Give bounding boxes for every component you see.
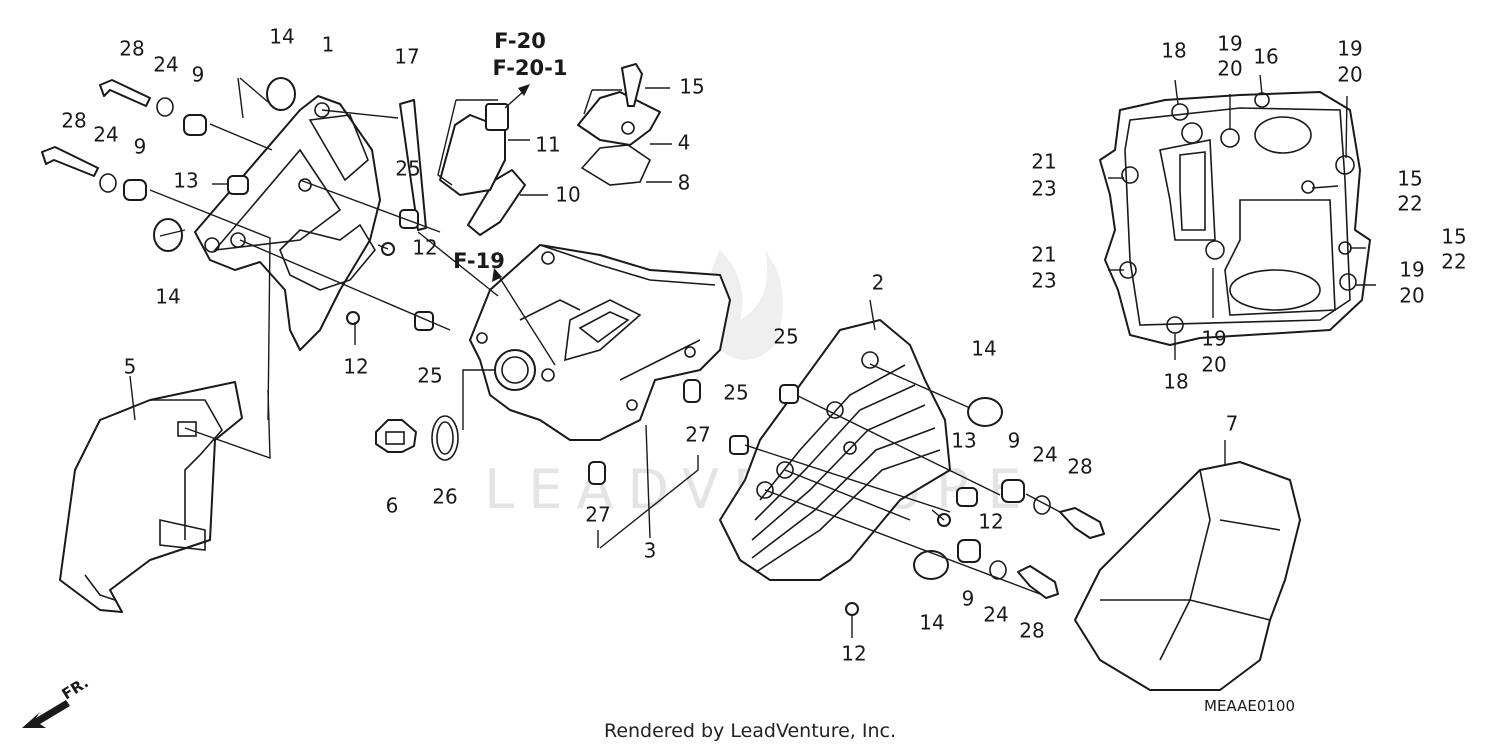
callout-27[interactable]: 27: [585, 503, 610, 527]
callout-27[interactable]: 27: [685, 423, 710, 447]
part-2-cylinder-fins[interactable]: [719, 319, 951, 581]
callout-20[interactable]: 20: [1217, 57, 1242, 81]
part-4-plate[interactable]: [577, 91, 661, 146]
callout-28[interactable]: 28: [119, 37, 144, 61]
part-5-side-cover[interactable]: [59, 381, 243, 613]
callout-22[interactable]: 22: [1441, 250, 1466, 274]
ref-f20[interactable]: F-20: [494, 29, 546, 53]
head-cover-gasket[interactable]: [1099, 91, 1371, 346]
callout-15[interactable]: 15: [679, 75, 704, 99]
diagram-code: MEAAE0100: [1204, 697, 1295, 715]
part-17-bolt[interactable]: [399, 99, 427, 231]
callout-24[interactable]: 24: [983, 603, 1008, 627]
front-arrow-icon: [22, 700, 70, 728]
callout-13[interactable]: 13: [951, 429, 976, 453]
callout-15[interactable]: 15: [1397, 167, 1422, 191]
callout-25[interactable]: 25: [417, 364, 442, 388]
callout-19[interactable]: 19: [1201, 327, 1226, 351]
part-28-bolts[interactable]: [41, 79, 1105, 599]
callout-2[interactable]: 2: [872, 271, 885, 295]
part-12-nuts[interactable]: [346, 242, 951, 616]
callout-19[interactable]: 19: [1217, 32, 1242, 56]
front-label: FR.: [59, 673, 92, 703]
callout-4[interactable]: 4: [678, 131, 691, 155]
callout-6[interactable]: 6: [386, 494, 399, 518]
callout-5[interactable]: 5: [124, 355, 137, 379]
leader-lines: [129, 74, 1376, 638]
callout-21[interactable]: 21: [1031, 243, 1056, 267]
callout-16[interactable]: 16: [1253, 45, 1278, 69]
callout-20[interactable]: 20: [1201, 353, 1226, 377]
callout-25[interactable]: 25: [723, 381, 748, 405]
callout-25[interactable]: 25: [395, 157, 420, 181]
callout-14[interactable]: 14: [919, 611, 944, 635]
part-9-grommets[interactable]: [123, 114, 1025, 563]
callout-9[interactable]: 9: [192, 63, 205, 87]
callout-20[interactable]: 20: [1337, 63, 1362, 87]
callout-8[interactable]: 8: [678, 171, 691, 195]
part-8-gasket[interactable]: [580, 144, 652, 186]
callout-19[interactable]: 19: [1337, 37, 1362, 61]
callout-12[interactable]: 12: [343, 355, 368, 379]
part-11-breather[interactable]: [439, 103, 509, 196]
part-6-plug[interactable]: [375, 419, 417, 453]
callout-17[interactable]: 17: [394, 45, 419, 69]
part-24-washers[interactable]: [99, 97, 1051, 580]
callout-23[interactable]: 23: [1031, 269, 1056, 293]
callout-21[interactable]: 21: [1031, 150, 1056, 174]
callout-12[interactable]: 12: [412, 236, 437, 260]
callout-22[interactable]: 22: [1397, 192, 1422, 216]
part-7-rubber-cover[interactable]: [1074, 461, 1301, 691]
callout-14[interactable]: 14: [971, 337, 996, 361]
part-13-collars[interactable]: [227, 175, 978, 507]
arrow-head-icon: [518, 84, 530, 96]
ref-arrows: [492, 84, 556, 366]
callout-28[interactable]: 28: [1019, 619, 1044, 643]
part-27-dowel-pins[interactable]: [588, 379, 701, 485]
arrow-head-icon: [492, 268, 502, 282]
callout-12[interactable]: 12: [978, 510, 1003, 534]
part-26-oring[interactable]: [431, 415, 459, 461]
callouts: 28 24 9 14 1 17 15 11 4 8 10 28 24 9 13 …: [61, 25, 1466, 666]
callout-28[interactable]: 28: [1067, 455, 1092, 479]
callout-14[interactable]: 14: [269, 25, 294, 49]
part-15-bolt[interactable]: [621, 63, 643, 107]
callout-19[interactable]: 19: [1399, 258, 1424, 282]
callout-15[interactable]: 15: [1441, 225, 1466, 249]
callout-14[interactable]: 14: [155, 285, 180, 309]
part-3-head-cover[interactable]: [469, 244, 731, 441]
callout-7[interactable]: 7: [1226, 412, 1239, 436]
front-indicator: FR.: [22, 673, 92, 728]
callout-24[interactable]: 24: [1032, 443, 1057, 467]
callout-24[interactable]: 24: [153, 53, 178, 77]
callout-11[interactable]: 11: [535, 133, 560, 157]
callout-20[interactable]: 20: [1399, 284, 1424, 308]
callout-12[interactable]: 12: [841, 642, 866, 666]
part-1-bracket[interactable]: [194, 95, 381, 351]
callout-9[interactable]: 9: [962, 587, 975, 611]
ref-f20-1[interactable]: F-20-1: [493, 56, 568, 80]
callout-24[interactable]: 24: [93, 123, 118, 147]
watermark-flame-icon: [706, 250, 783, 360]
callout-18[interactable]: 18: [1161, 39, 1186, 63]
callout-25[interactable]: 25: [773, 325, 798, 349]
part-14-grommets[interactable]: [153, 77, 1003, 580]
render-credit: Rendered by LeadVenture, Inc.: [604, 720, 896, 742]
ref-f19[interactable]: F-19: [453, 249, 505, 273]
callout-28[interactable]: 28: [61, 109, 86, 133]
callout-3[interactable]: 3: [644, 539, 657, 563]
callout-1[interactable]: 1: [322, 33, 335, 57]
callout-23[interactable]: 23: [1031, 177, 1056, 201]
part-25-collars[interactable]: [399, 209, 799, 455]
callout-26[interactable]: 26: [432, 485, 457, 509]
callout-10[interactable]: 10: [555, 183, 580, 207]
callout-13[interactable]: 13: [173, 169, 198, 193]
callout-9[interactable]: 9: [1008, 429, 1021, 453]
callout-18[interactable]: 18: [1163, 370, 1188, 394]
callout-9[interactable]: 9: [134, 135, 147, 159]
